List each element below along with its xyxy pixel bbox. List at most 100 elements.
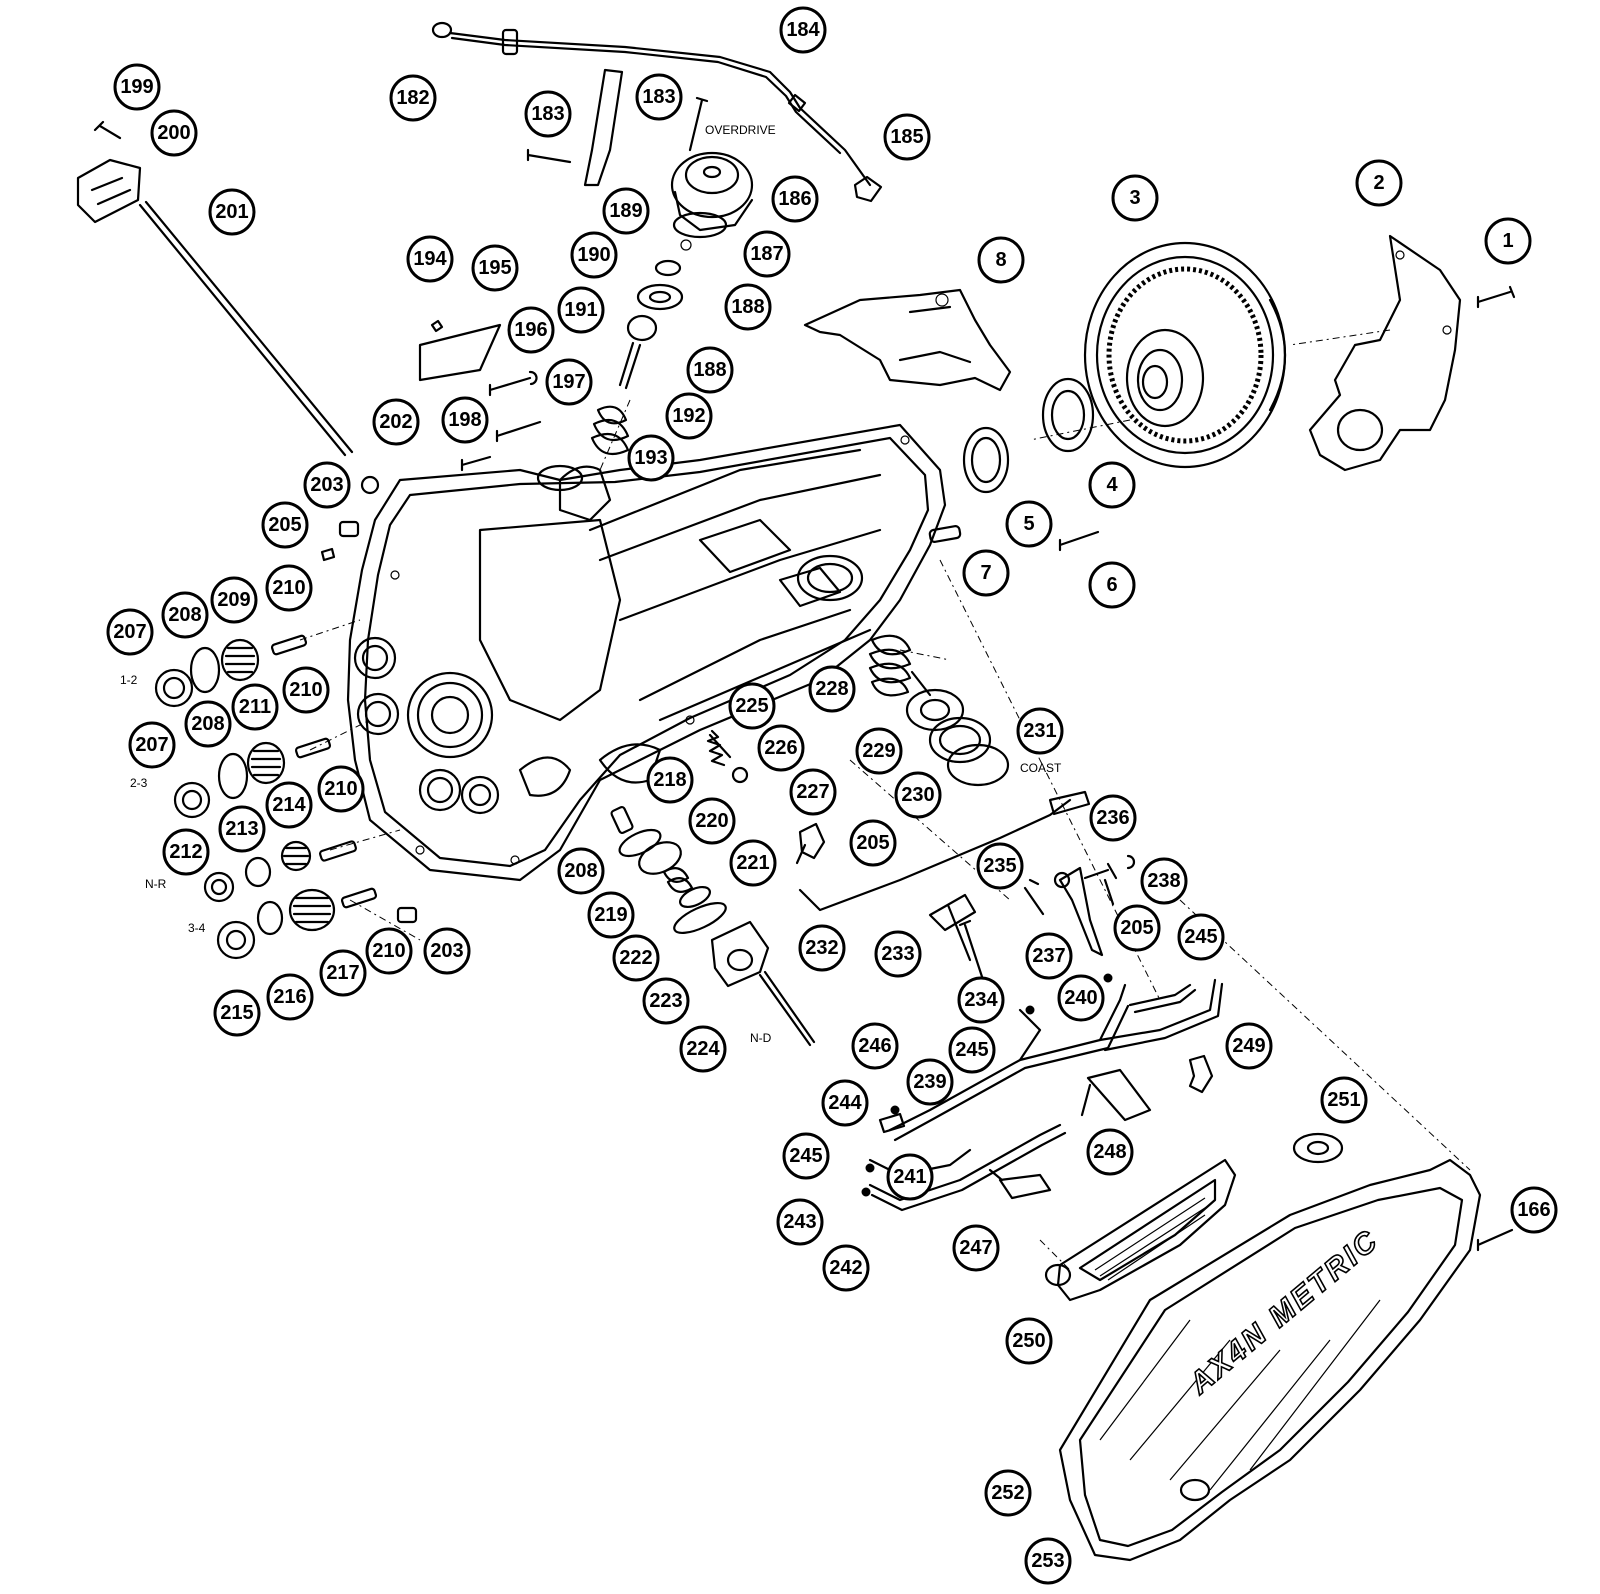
lever-237 <box>1058 866 1104 957</box>
callout-234: 234 <box>957 976 1005 1024</box>
svg-text:229: 229 <box>862 740 895 762</box>
svg-text:205: 205 <box>1120 917 1153 939</box>
svg-text:208: 208 <box>564 860 597 882</box>
shift-1-2-label: 1-2 <box>120 673 138 687</box>
svg-text:234: 234 <box>964 989 998 1011</box>
bolt-183-left <box>526 148 572 164</box>
spring-228 <box>868 634 912 697</box>
callout-219: 219 <box>587 891 635 939</box>
svg-text:253: 253 <box>1031 1550 1064 1572</box>
svg-text:195: 195 <box>478 257 511 279</box>
svg-text:188: 188 <box>731 296 764 318</box>
bolt-1 <box>1476 285 1516 309</box>
cover-230 <box>928 716 992 764</box>
svg-text:232: 232 <box>805 937 838 959</box>
callout-185: 185 <box>883 113 931 161</box>
callout-235: 235 <box>976 842 1024 890</box>
dowel-203-bottom <box>396 906 418 924</box>
svg-text:210: 210 <box>324 778 357 800</box>
callout-7: 7 <box>962 549 1010 597</box>
callout-241: 241 <box>886 1153 934 1201</box>
decal-part <box>418 323 502 382</box>
svg-text:247: 247 <box>959 1237 992 1259</box>
callout-231: 231 <box>1016 707 1064 755</box>
callout-212: 212 <box>162 828 210 876</box>
callout-237: 237 <box>1025 932 1073 980</box>
spring-225 <box>706 729 732 767</box>
callout-209: 209 <box>210 576 258 624</box>
svg-text:211: 211 <box>239 696 271 718</box>
callout-200: 200 <box>150 109 198 157</box>
svg-text:226: 226 <box>764 737 797 759</box>
callout-230: 230 <box>894 771 942 819</box>
callout-226: 226 <box>757 724 805 772</box>
callout-210-3: 210 <box>317 765 365 813</box>
bracket-233 <box>928 893 977 962</box>
spring-205 <box>1103 878 1115 906</box>
pin-236 <box>1083 854 1136 880</box>
callout-188-top: 188 <box>724 283 772 331</box>
svg-text:238: 238 <box>1147 870 1180 892</box>
callout-243: 243 <box>776 1198 824 1246</box>
svg-text:214: 214 <box>272 794 306 816</box>
bolt-183-right <box>688 96 709 152</box>
pump-seal-part <box>1041 377 1095 453</box>
callout-224: 224 <box>679 1025 727 1073</box>
clip-247 <box>988 1168 1052 1200</box>
callout-188-mid: 188 <box>686 346 734 394</box>
callout-184: 184 <box>779 6 827 54</box>
callout-194: 194 <box>406 235 454 283</box>
callout-182: 182 <box>389 74 437 122</box>
svg-text:236: 236 <box>1096 807 1129 829</box>
callout-251: 251 <box>1320 1076 1368 1124</box>
svg-text:208: 208 <box>191 713 224 735</box>
svg-text:1: 1 <box>1502 230 1513 252</box>
svg-text:208: 208 <box>168 604 201 626</box>
callout-228: 228 <box>808 665 856 713</box>
svg-text:220: 220 <box>695 810 728 832</box>
callout-240: 240 <box>1057 974 1105 1022</box>
callout-191: 191 <box>557 286 605 334</box>
svg-text:2: 2 <box>1373 172 1384 194</box>
callout-220: 220 <box>688 797 736 845</box>
bolt-198 <box>460 455 492 472</box>
svg-text:8: 8 <box>995 249 1006 271</box>
callout-3: 3 <box>1111 174 1159 222</box>
svg-text:205: 205 <box>856 832 889 854</box>
bolt-196 <box>488 370 538 397</box>
callout-208-mid: 208 <box>184 700 232 748</box>
oil-seal-part <box>962 426 1010 494</box>
plug-202 <box>360 475 380 495</box>
plug-205-top <box>320 547 336 562</box>
bushing-185-part <box>853 175 883 203</box>
callout-221: 221 <box>729 839 777 887</box>
svg-text:187: 187 <box>750 243 783 265</box>
svg-text:183: 183 <box>642 86 675 108</box>
callout-238: 238 <box>1140 857 1188 905</box>
svg-text:207: 207 <box>113 621 146 643</box>
callout-250: 250 <box>1005 1317 1053 1365</box>
n-d-label: N-D <box>750 1031 772 1045</box>
oil-filter-part <box>1044 1158 1237 1302</box>
svg-text:248: 248 <box>1093 1141 1126 1163</box>
svg-text:189: 189 <box>609 200 642 222</box>
svg-text:3: 3 <box>1129 187 1140 209</box>
servo-parts <box>610 806 816 1047</box>
callout-203-bottom: 203 <box>423 927 471 975</box>
svg-text:185: 185 <box>890 126 923 148</box>
svg-text:249: 249 <box>1232 1035 1265 1057</box>
svg-text:217: 217 <box>326 962 359 984</box>
svg-text:183: 183 <box>531 103 564 125</box>
servo-cover-part <box>590 151 754 456</box>
callout-236: 236 <box>1089 794 1137 842</box>
converter-cover-part <box>1308 234 1462 472</box>
bolt-166 <box>1476 1228 1514 1252</box>
svg-text:209: 209 <box>217 589 250 611</box>
callout-253: 253 <box>1024 1537 1072 1585</box>
svg-text:193: 193 <box>634 447 667 469</box>
svg-text:224: 224 <box>686 1038 720 1060</box>
callout-249: 249 <box>1225 1022 1273 1070</box>
svg-text:233: 233 <box>881 943 914 965</box>
coast-label: COAST <box>1020 761 1062 775</box>
svg-text:216: 216 <box>273 986 306 1008</box>
